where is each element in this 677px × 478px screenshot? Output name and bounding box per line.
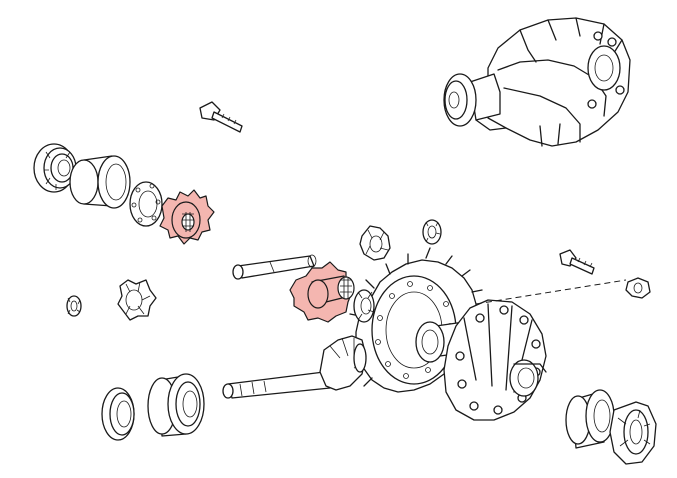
pinion-gear-upper xyxy=(359,225,391,261)
pinion-shaft xyxy=(232,254,317,280)
differential-case xyxy=(415,299,547,421)
drive-pinion-spacer xyxy=(69,155,131,209)
pinion-thrust-washer-upper xyxy=(422,219,442,245)
side-gear-left xyxy=(159,189,215,245)
oil-seal xyxy=(101,387,135,441)
side-gear-thrust-washer-right xyxy=(353,289,375,323)
side-bearing-right xyxy=(565,389,657,465)
breather-plug xyxy=(199,101,243,133)
drive-pinion xyxy=(222,335,367,399)
drive-pinion-inner-bearing xyxy=(147,373,205,437)
differential-carrier-housing xyxy=(443,17,631,147)
side-gear-thrust-washer-left xyxy=(66,295,82,317)
assembly-guide-line xyxy=(475,279,627,305)
side-gear-right xyxy=(289,261,355,323)
pinion-gear-left xyxy=(117,279,157,321)
ring-gear-washer xyxy=(129,181,163,227)
lock-plate xyxy=(625,277,651,299)
ring-gear-bolt xyxy=(559,249,595,275)
